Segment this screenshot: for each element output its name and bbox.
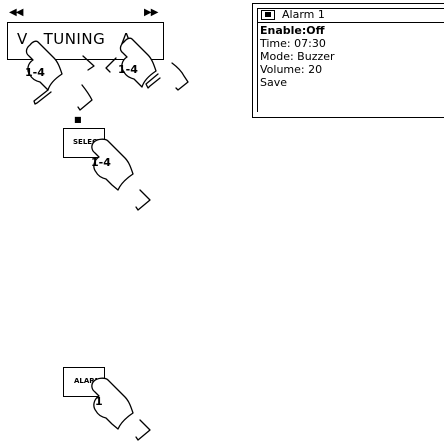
lcd-line-mode: Mode: Buzzer — [260, 51, 335, 63]
hand-number-alarm: 1 — [95, 395, 103, 408]
lcd-frame-left — [252, 3, 253, 118]
alarm-button-label: ALARM — [74, 377, 102, 385]
hand-number-left: 1-4 — [25, 66, 45, 79]
hand-number-right: 1-4 — [118, 63, 138, 76]
skip-previous-icon: ◀◀ — [9, 8, 22, 18]
lcd-header: Alarm 1 — [258, 9, 444, 23]
alarm-icon — [261, 10, 275, 20]
stop-icon: ■ — [74, 116, 82, 124]
lcd-frame-bottom — [252, 117, 444, 118]
lcd-screen: Alarm 1 Enable:Off Time: 07:30 Mode: Buz… — [257, 8, 444, 112]
lcd-frame-top — [252, 3, 444, 4]
skip-next-icon: ▶▶ — [144, 8, 157, 18]
lcd-line-time: Time: 07:30 — [260, 38, 326, 50]
lcd-line-save: Save — [260, 77, 287, 89]
lcd-display: Alarm 1 Enable:Off Time: 07:30 Mode: Buz… — [252, 3, 444, 118]
lcd-line-enable: Enable:Off — [260, 25, 325, 37]
lcd-header-title: Alarm 1 — [282, 8, 325, 22]
hand-number-select: 1-4 — [91, 156, 111, 169]
lcd-line-volume: Volume: 20 — [260, 64, 322, 76]
select-button-label: SELECT — [73, 138, 102, 146]
tuning-label: V TUNING Λ — [17, 30, 132, 48]
